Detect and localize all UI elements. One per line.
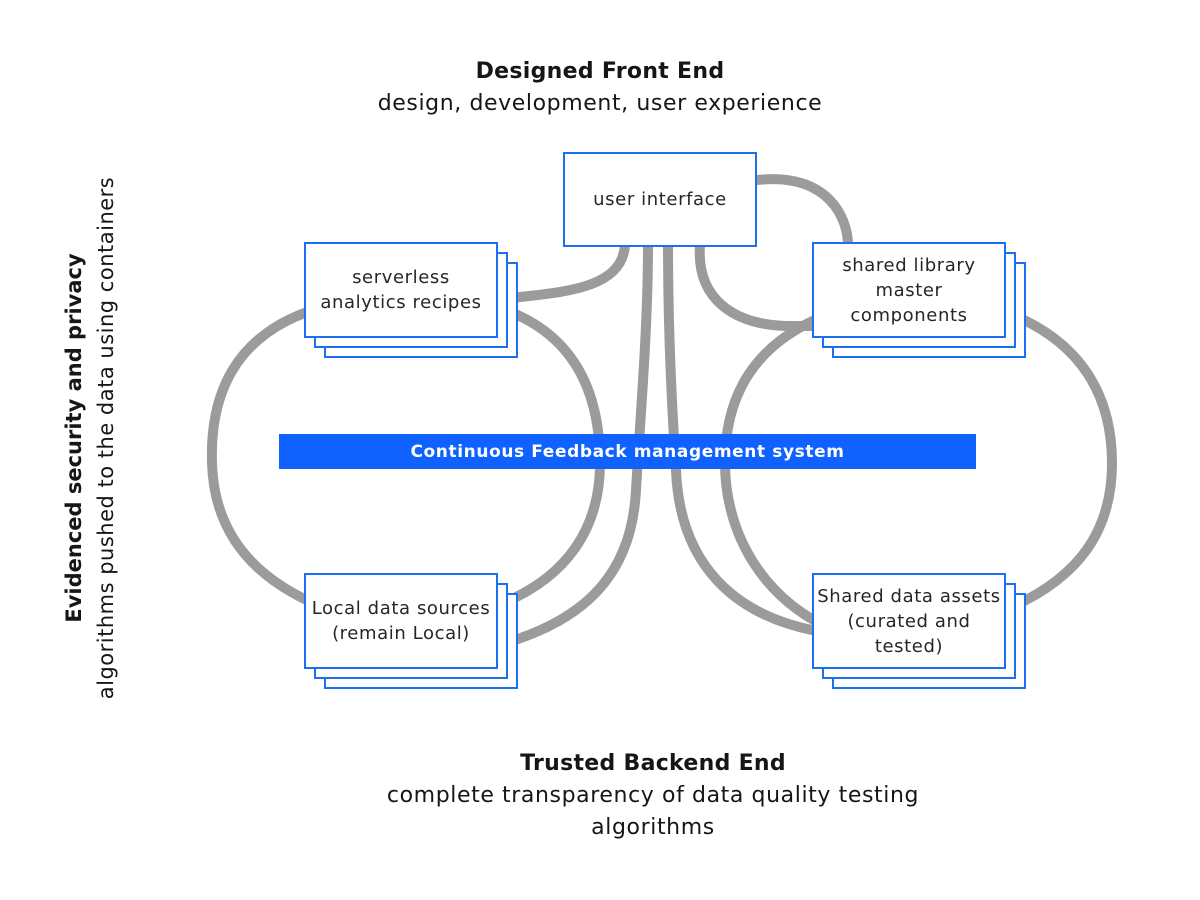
left-loop-connector [206, 300, 335, 615]
security-heading: Evidenced security and privacy algorithm… [58, 158, 122, 718]
serverless-recipes-label: serverless analytics recipes [304, 242, 498, 338]
feedback-system-bar: Continuous Feedback management system [279, 434, 976, 469]
security-subtitle: algorithms pushed to the data using cont… [94, 176, 118, 700]
backend-title: Trusted Backend End [520, 751, 786, 776]
front-end-heading: Designed Front End design, development, … [350, 56, 850, 120]
front-end-title: Designed Front End [475, 59, 725, 84]
shared-data-label: Shared data assets (curated and tested) [812, 573, 1006, 669]
ui-to-shared-connector [663, 240, 817, 635]
front-end-subtitle: design, development, user experience [377, 91, 823, 116]
security-title: Evidenced security and privacy [62, 253, 86, 623]
backend-heading: Trusted Backend End complete transparenc… [350, 748, 956, 844]
ui-hook-top-connector [752, 174, 853, 250]
shared-library-label: shared library master components [812, 242, 1006, 338]
ui-hook-bottom-connector [694, 240, 817, 331]
ui-to-local-connector [510, 240, 653, 645]
user-interface-node: user interface [563, 152, 757, 247]
right-loop-connector [995, 305, 1118, 617]
ui-to-serverless-connector [507, 240, 630, 303]
backend-subtitle: complete transparency of data quality te… [386, 783, 920, 840]
local-data-label: Local data sources (remain Local) [304, 573, 498, 669]
